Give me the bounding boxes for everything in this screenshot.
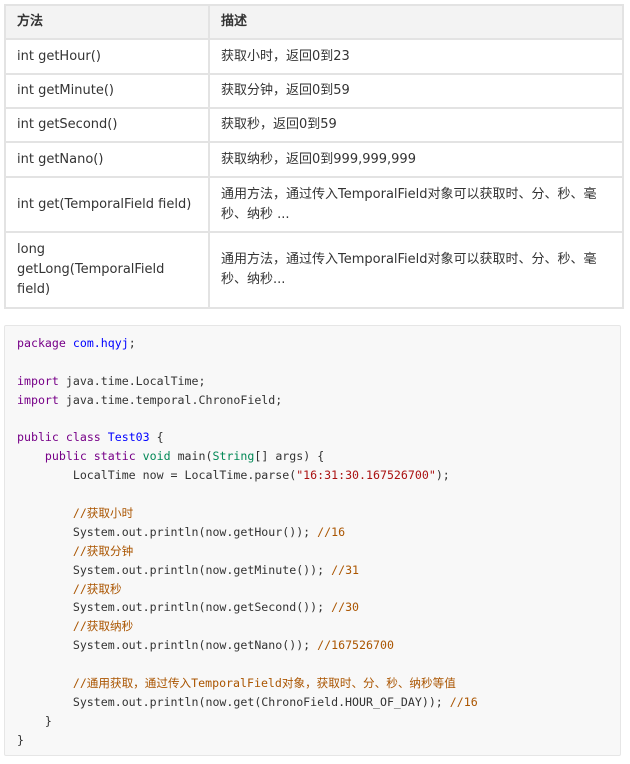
- code-line: public static void main(String[] args) {: [17, 447, 620, 466]
- code-token: LocalTime now = LocalTime.parse(: [17, 468, 297, 483]
- code-token: public: [17, 430, 59, 445]
- desc-cell: 通用方法，通过传入TemporalField对象可以获取时、分、秒、毫秒、纳秒.…: [208, 231, 624, 309]
- table-row: int get(TemporalField field)通用方法，通过传入Tem…: [4, 176, 624, 233]
- desc-cell: 获取秒，返回0到59: [208, 107, 624, 143]
- method-cell: int getNano(): [4, 141, 210, 178]
- header-method: 方法: [4, 4, 210, 40]
- code-token: );: [435, 468, 450, 483]
- code-token: void: [142, 449, 171, 464]
- code-line: }: [17, 712, 620, 731]
- code-token: [17, 506, 73, 520]
- code-token: System.out.println(now.getNano());: [17, 638, 318, 653]
- methods-table: 方法 描述 int getHour()获取小时，返回0到23 int getMi…: [4, 4, 624, 309]
- table-row: int getHour()获取小时，返回0到23: [4, 38, 624, 75]
- code-token: [17, 582, 73, 596]
- code-token: //16: [449, 694, 478, 709]
- desc-cell: 获取分钟，返回0到59: [208, 73, 624, 109]
- code-line: LocalTime now = LocalTime.parse("16:31:3…: [17, 466, 620, 485]
- code-line: //获取分钟: [17, 542, 620, 561]
- code-line: import java.time.temporal.ChronoField;: [17, 391, 620, 410]
- code-token: [17, 676, 73, 690]
- table-row: int getMinute()获取分钟，返回0到59: [4, 73, 624, 109]
- method-cell: int getHour(): [4, 38, 210, 75]
- desc-cell: 获取纳秒，返回0到999,999,999: [208, 141, 624, 178]
- code-token: //通用获取，通过传入TemporalField对象，获取时、分、秒、纳秒等值: [72, 676, 456, 691]
- code-token: }: [17, 713, 52, 728]
- code-token: import: [17, 373, 59, 388]
- code-token: {: [149, 430, 164, 445]
- code-token: class: [65, 430, 101, 445]
- code-token: [87, 449, 94, 463]
- code-line: //获取小时: [17, 504, 620, 523]
- code-line: }: [17, 731, 620, 750]
- code-token: com.hqyj: [65, 336, 129, 350]
- code-line: [17, 485, 620, 504]
- code-line: [17, 655, 620, 674]
- desc-cell: 通用方法，通过传入TemporalField对象可以获取时、分、秒、毫秒、纳秒 …: [208, 176, 624, 233]
- table-row: long getLong(TemporalField field)通用方法，通过…: [4, 231, 624, 309]
- header-description: 描述: [208, 4, 624, 40]
- code-line: [17, 353, 620, 372]
- code-token: ;: [128, 336, 136, 350]
- table-header-row: 方法 描述: [4, 4, 624, 40]
- code-token: String: [212, 449, 255, 464]
- code-line: System.out.println(now.get(ChronoField.H…: [17, 693, 620, 712]
- code-token: [101, 430, 108, 444]
- code-token: [59, 430, 66, 444]
- desc-cell: 获取小时，返回0到23: [208, 38, 624, 75]
- code-token: package: [17, 336, 66, 350]
- code-token: [17, 619, 73, 633]
- code-token: //获取秒: [72, 581, 122, 596]
- code-token: java.time.LocalTime;: [58, 373, 206, 388]
- code-token: System.out.println(now.getSecond());: [17, 600, 332, 615]
- code-line: public class Test03 {: [17, 428, 620, 447]
- code-token: //获取纳秒: [72, 619, 134, 634]
- code-token: [136, 449, 143, 463]
- code-token: System.out.println(now.getMinute());: [17, 562, 332, 577]
- method-cell: long getLong(TemporalField field): [4, 231, 210, 309]
- code-token: System.out.println(now.get(ChronoField.H…: [17, 694, 450, 709]
- code-token: //16: [317, 524, 346, 539]
- code-token: Test03: [107, 430, 150, 445]
- table-row: int getSecond()获取秒，返回0到59: [4, 107, 624, 143]
- code-line: System.out.println(now.getMinute()); //3…: [17, 561, 620, 580]
- method-cell: int getSecond(): [4, 107, 210, 143]
- code-line: //获取纳秒: [17, 617, 620, 636]
- code-token: static: [93, 449, 136, 464]
- code-token: System.out.println(now.getHour());: [17, 524, 318, 539]
- code-line: System.out.println(now.getHour()); //16: [17, 523, 620, 542]
- code-token: java.time.temporal.ChronoField;: [58, 392, 283, 407]
- code-block: package com.hqyj; import java.time.Local…: [4, 325, 621, 756]
- code-token: //30: [331, 600, 360, 615]
- code-token: "16:31:30.167526700": [296, 468, 436, 483]
- table-row: int getNano()获取纳秒，返回0到999,999,999: [4, 141, 624, 178]
- code-token: [] args) {: [254, 449, 325, 464]
- code-token: //获取小时: [72, 506, 134, 521]
- method-cell: int get(TemporalField field): [4, 176, 210, 233]
- code-line: import java.time.LocalTime;: [17, 372, 620, 391]
- code-token: }: [17, 732, 24, 747]
- code-line: //通用获取，通过传入TemporalField对象，获取时、分、秒、纳秒等值: [17, 674, 620, 693]
- code-token: main(: [170, 449, 213, 464]
- code-line: System.out.println(now.getNano()); //167…: [17, 636, 620, 655]
- code-token: //167526700: [317, 638, 394, 653]
- method-cell: int getMinute(): [4, 73, 210, 109]
- code-token: [17, 449, 45, 463]
- code-token: public: [44, 449, 87, 464]
- code-token: //31: [331, 562, 360, 577]
- code-token: [17, 544, 73, 558]
- code-line: [17, 410, 620, 429]
- code-line: package com.hqyj;: [17, 334, 620, 353]
- code-token: import: [17, 392, 59, 407]
- code-line: //获取秒: [17, 580, 620, 599]
- code-line: System.out.println(now.getSecond()); //3…: [17, 598, 620, 617]
- code-token: //获取分钟: [72, 543, 134, 558]
